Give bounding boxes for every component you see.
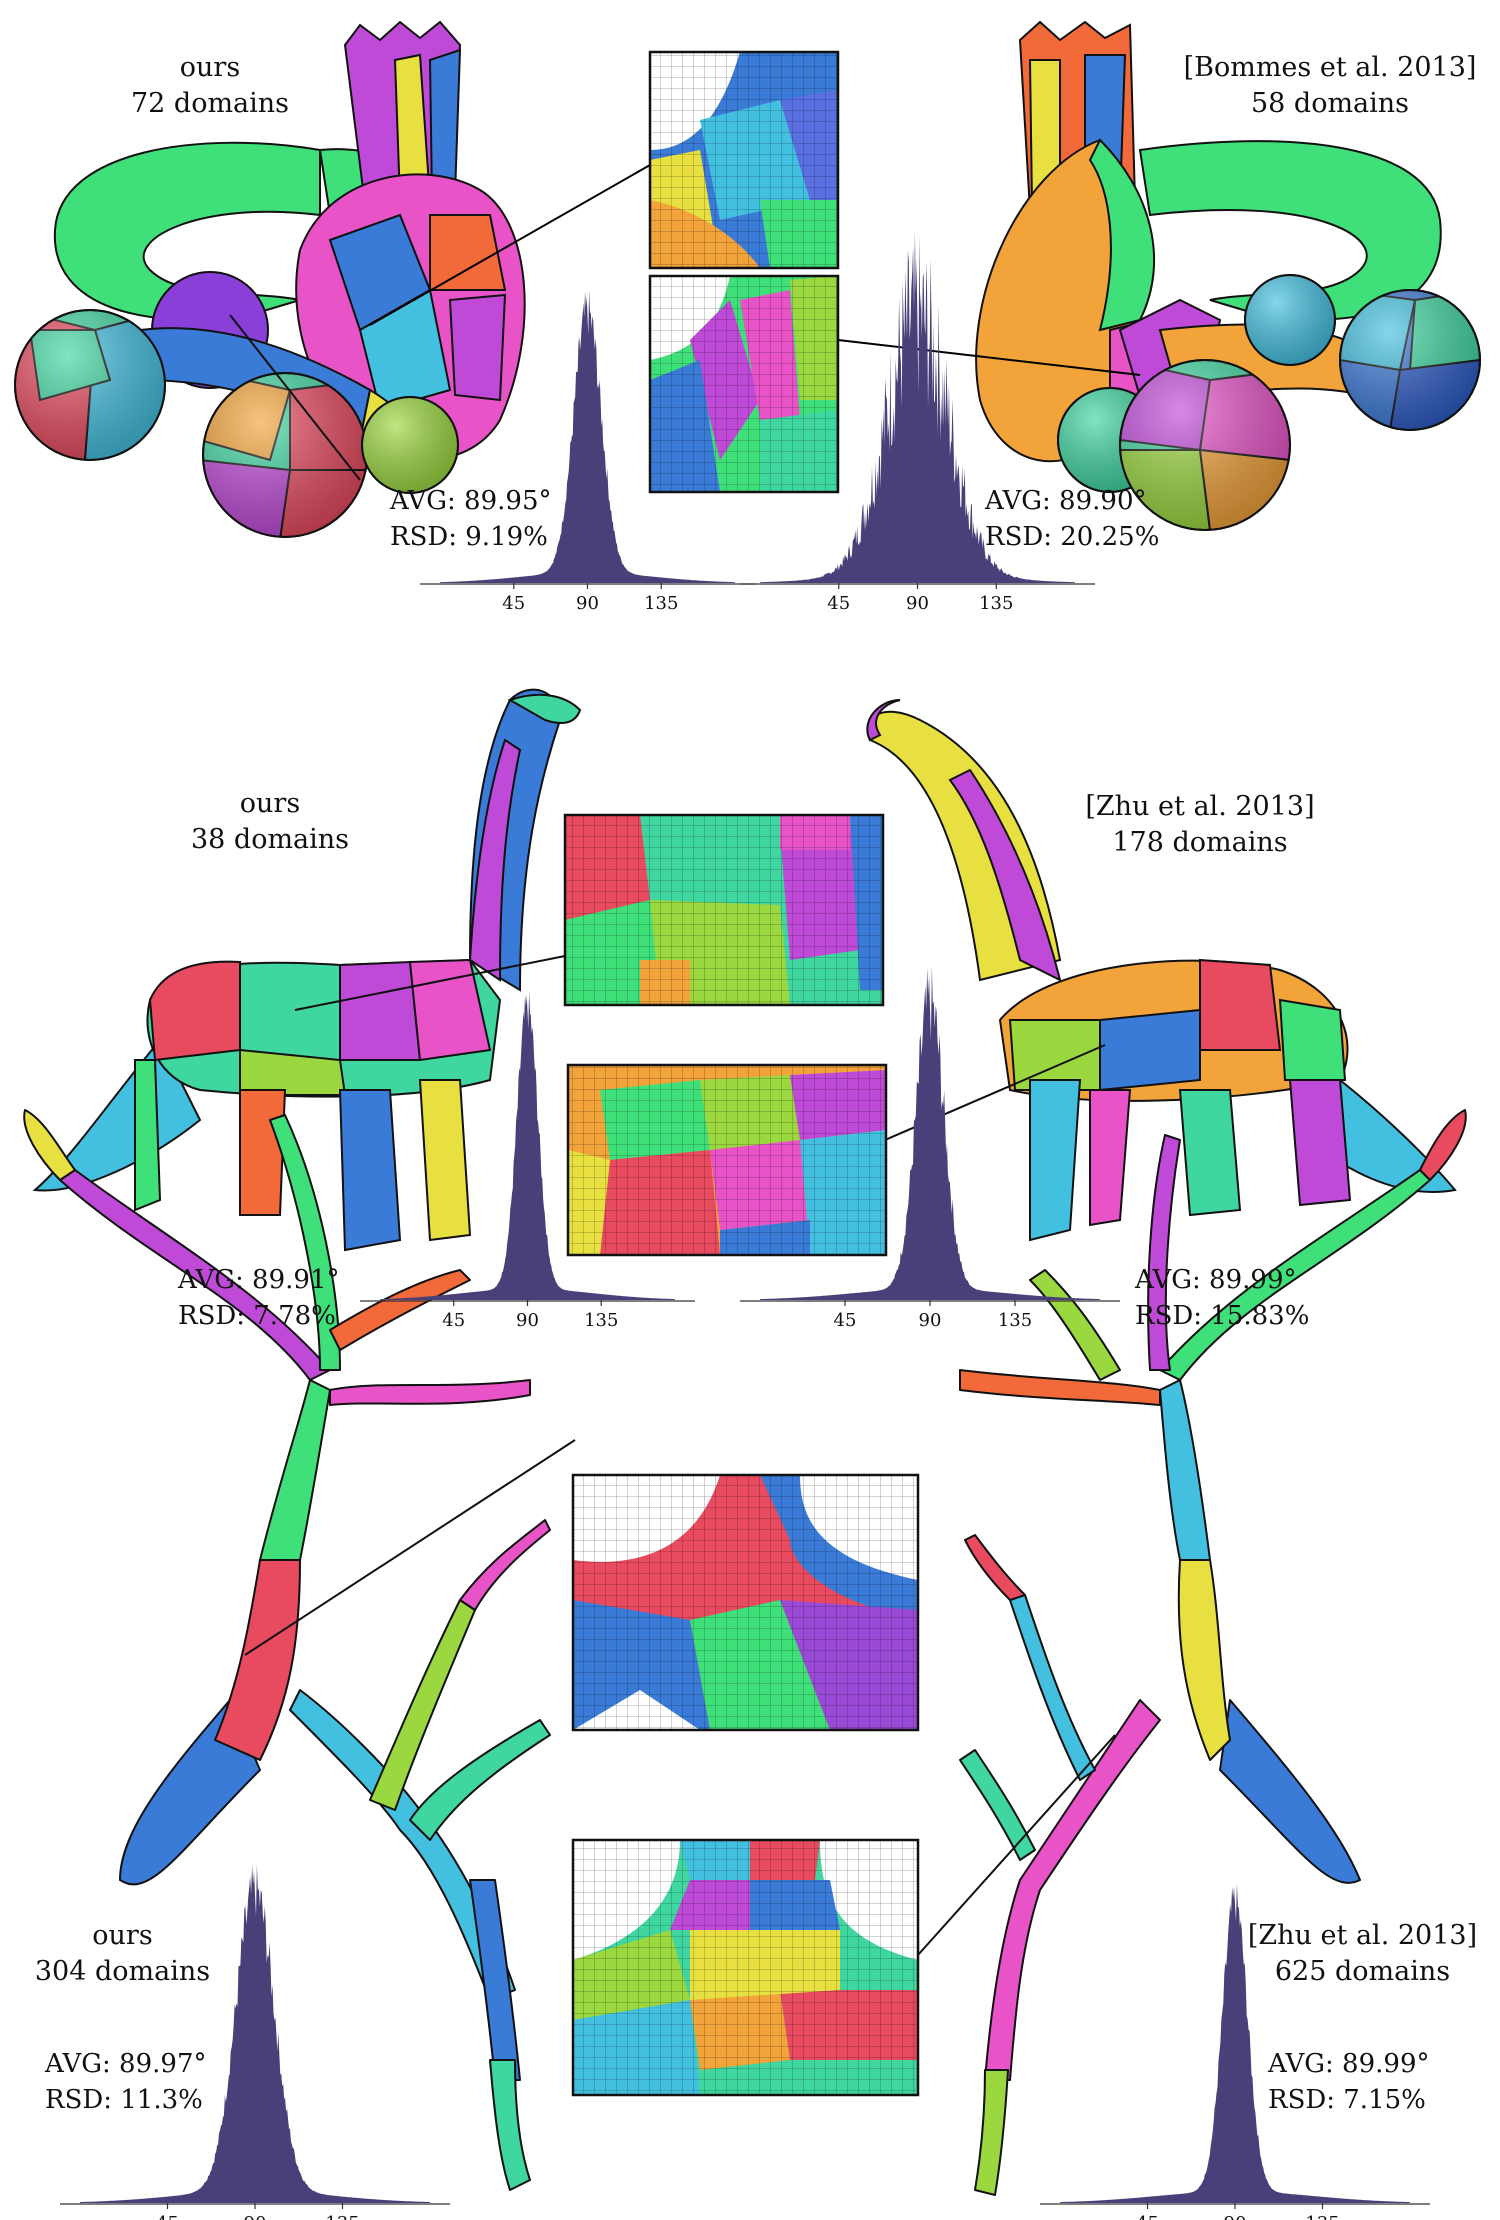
row1-right-domains: 58 domains (1250, 88, 1410, 119)
row1-right-method: [Bommes et al. 2013] (1183, 52, 1477, 83)
row3-right-histogram-area (1060, 1883, 1410, 2203)
row3-left-method: ours (92, 1920, 153, 1951)
row1-left-domains: 72 domains (130, 88, 290, 119)
row3-right-domains: 625 domains (1274, 1956, 1451, 1987)
row2-inset-bottom (566, 1063, 888, 1257)
row2-right-domains: 178 domains (1112, 827, 1288, 858)
row2-left-tick-label: 45 (442, 1310, 465, 1331)
row2-left-domains: 38 domains (190, 824, 350, 855)
row3-right-label: [Zhu et al. 2013] 625 domains (1245, 1918, 1480, 1990)
row1-left-label: ours 72 domains (110, 50, 310, 122)
row2-right-rsd: RSD: 15.83% (1135, 1301, 1310, 1331)
row1-left-tick-label: 135 (644, 593, 678, 614)
row2-left-method: ours (239, 788, 301, 819)
row2-left-histogram-area (380, 991, 675, 1300)
row1-right-avg: AVG: 89.90° (985, 486, 1147, 516)
row1-right-histogram-area (760, 231, 1075, 583)
row2-right-tick-label: 90 (919, 1310, 942, 1331)
row2-left-avg: AVG: 89.91° (178, 1265, 340, 1295)
row3-right-stats: AVG: 89.99° RSD: 7.15% (1268, 2046, 1429, 2118)
row2-right-model (866, 699, 1457, 1242)
row1-left-model (14, 20, 526, 538)
row1-right-tick-label: 135 (979, 593, 1013, 614)
row1-left-tick-label: 45 (502, 593, 525, 614)
row3-right-tick-label: 90 (1224, 2213, 1247, 2220)
row3-right-model (917, 1109, 1467, 2196)
row2-right-tick-label: 135 (998, 1310, 1032, 1331)
row3-right-avg: AVG: 89.99° (1268, 2049, 1430, 2079)
row2-left-rsd: RSD: 7.78% (178, 1301, 336, 1331)
row3-right-histogram: 45 90 135 (1040, 1883, 1430, 2220)
row1-right-histogram: 45 90 135 (740, 231, 1095, 614)
row2-left-histogram: 45 90 135 (360, 991, 695, 1331)
row3-left-stats: AVG: 89.97° RSD: 11.3% (45, 2046, 206, 2118)
row1-right-tick-label: 90 (906, 593, 929, 614)
row2-left-tick-label: 90 (516, 1310, 539, 1331)
row1-left-histogram: 45 90 135 (420, 290, 755, 614)
row2-right-tick-label: 45 (834, 1310, 857, 1331)
row1-right-rsd: RSD: 20.25% (985, 522, 1160, 552)
row2-right-stats: AVG: 89.99° RSD: 15.83% (1135, 1262, 1309, 1334)
row3-left-tick-label: 45 (156, 2213, 179, 2220)
row3-left-histogram-area (80, 1864, 430, 2203)
row1-right-label: [Bommes et al. 2013] 58 domains (1180, 50, 1480, 122)
row3-left-avg: AVG: 89.97° (45, 2049, 207, 2079)
row3-left-model (23, 1109, 576, 2191)
row3-left-tick-label: 90 (244, 2213, 267, 2220)
row2-right-histogram: 45 90 135 (740, 966, 1120, 1331)
row1-inset-top (648, 50, 840, 270)
row3-left-tick-label: 135 (325, 2213, 359, 2220)
row2-left-stats: AVG: 89.91° RSD: 7.78% (178, 1262, 339, 1334)
row1-left-histogram-area (440, 290, 735, 583)
row1-left-tick-label: 90 (576, 593, 599, 614)
row1-left-method: ours (179, 52, 241, 83)
row1-right-stats: AVG: 89.90° RSD: 20.25% (985, 483, 1159, 555)
row1-right-model (975, 20, 1481, 531)
row2-right-method: [Zhu et al. 2013] (1085, 791, 1315, 822)
row3-right-tick-label: 45 (1136, 2213, 1159, 2220)
row3-right-rsd: RSD: 7.15% (1268, 2085, 1426, 2115)
row3-left-histogram: 45 90 135 (60, 1864, 450, 2220)
row3-right-method: [Zhu et al. 2013] (1247, 1920, 1478, 1951)
row2-right-label: [Zhu et al. 2013] 178 domains (1070, 789, 1330, 861)
row1-left-rsd: RSD: 9.19% (390, 522, 548, 552)
row2-inset-top (563, 813, 885, 1007)
row3-left-domains: 304 domains (34, 1956, 211, 1987)
row2-right-avg: AVG: 89.99° (1135, 1265, 1297, 1295)
row2-right-histogram-area (760, 966, 1100, 1300)
histograms: 45 90 135 45 90 135 45 90 135 45 90 135 45 90 135 45 90 1… (60, 231, 1430, 2220)
row1-left-avg: AVG: 89.95° (390, 486, 552, 516)
row3-inset-top (571, 1473, 920, 1732)
row2-left-tick-label: 135 (584, 1310, 618, 1331)
row2-left-model (32, 688, 582, 1252)
row1-right-tick-label: 45 (827, 593, 850, 614)
row3-left-label: ours 304 domains (20, 1918, 225, 1990)
row2-left-label: ours 38 domains (170, 786, 370, 858)
row3-inset-bottom (571, 1838, 920, 2097)
row1-inset-bottom (648, 274, 840, 494)
row1-left-stats: AVG: 89.95° RSD: 9.19% (390, 483, 551, 555)
row3-left-rsd: RSD: 11.3% (45, 2085, 203, 2115)
row3-right-tick-label: 135 (1305, 2213, 1339, 2220)
